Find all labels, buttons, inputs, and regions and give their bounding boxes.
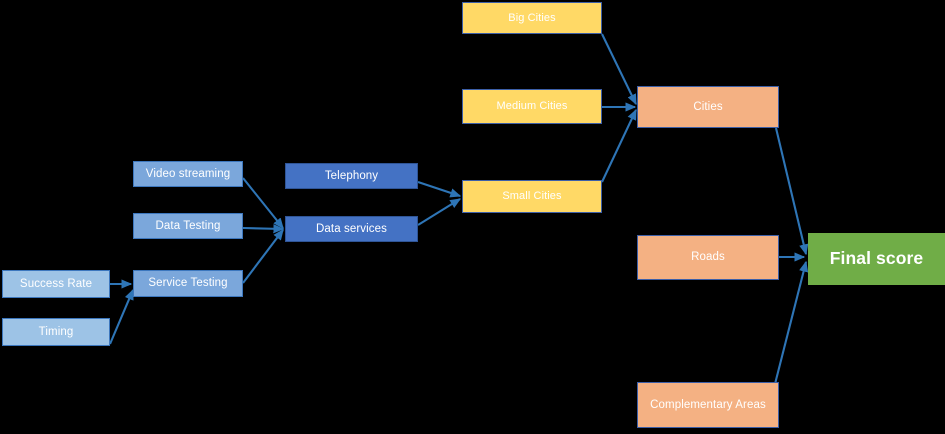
node-cities[interactable]: Cities	[637, 86, 779, 128]
node-roads[interactable]: Roads	[637, 235, 779, 280]
node-label-timing: Timing	[38, 325, 74, 338]
edge-cities-to-final_score	[774, 127, 809, 256]
node-label-success_rate: Success Rate	[19, 277, 93, 290]
node-video_streaming[interactable]: Video streaming	[133, 161, 243, 187]
node-label-final_score: Final score	[829, 248, 924, 269]
edge-telephony-to-small_cities	[417, 181, 462, 198]
node-label-roads: Roads	[691, 251, 725, 264]
node-label-complementary_areas: Complementary Areas	[650, 398, 766, 411]
edge-data_services-to-small_cities	[417, 198, 462, 226]
node-small_cities[interactable]: Small Cities	[462, 180, 602, 213]
node-label-video_streaming: Video streaming	[145, 167, 231, 180]
edge-complementary_areas-to-final_score	[773, 260, 809, 385]
node-label-cities: Cities	[693, 100, 723, 113]
edge-big_cities-to-cities	[601, 33, 637, 106]
node-final_score[interactable]: Final score	[808, 233, 945, 285]
node-service_testing[interactable]: Service Testing	[133, 270, 243, 297]
node-label-small_cities: Small Cities	[502, 190, 562, 203]
node-telephony[interactable]: Telephony	[285, 163, 418, 189]
node-data_services[interactable]: Data services	[285, 216, 418, 242]
node-timing[interactable]: Timing	[2, 318, 110, 346]
node-label-data_testing: Data Testing	[155, 219, 221, 232]
node-label-service_testing: Service Testing	[148, 277, 228, 290]
node-medium_cities[interactable]: Medium Cities	[462, 89, 602, 124]
node-label-telephony: Telephony	[324, 169, 379, 182]
edge-video_streaming-to-data_services	[242, 177, 284, 229]
node-label-data_services: Data services	[316, 222, 387, 235]
edge-service_testing-to-data_services	[242, 228, 284, 284]
node-label-medium_cities: Medium Cities	[496, 100, 568, 113]
edge-small_cities-to-cities	[601, 108, 637, 183]
node-data_testing[interactable]: Data Testing	[133, 213, 243, 239]
node-big_cities[interactable]: Big Cities	[462, 2, 602, 34]
edge-timing-to-service_testing	[109, 288, 134, 345]
edge-data_testing-to-data_services	[242, 224, 285, 234]
node-success_rate[interactable]: Success Rate	[2, 270, 110, 298]
node-label-big_cities: Big Cities	[508, 11, 556, 24]
node-complementary_areas[interactable]: Complementary Areas	[637, 382, 779, 428]
